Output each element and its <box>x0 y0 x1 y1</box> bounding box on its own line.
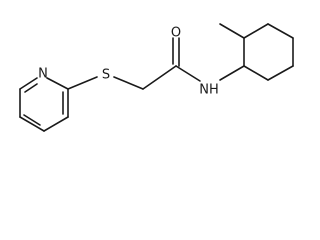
atom-label-pyridine-n: N <box>38 67 48 82</box>
bond-ring-2 <box>243 23 269 39</box>
double-bond-inner-2 <box>23 114 41 126</box>
bond-s-ch2 <box>113 76 144 90</box>
structure-svg: N S O NH <box>19 23 294 132</box>
bond-carbonyl-n <box>175 65 201 82</box>
bond-methyl <box>219 23 245 39</box>
molecule-diagram: N S O NH <box>19 23 294 132</box>
pyridine-ring <box>19 77 69 132</box>
bond-ring-5 <box>267 65 294 81</box>
bond-n-c2 <box>46 77 69 90</box>
bond-c4-c5 <box>19 116 45 132</box>
bond-ring-3 <box>267 23 294 39</box>
cyclohexane-ring <box>243 23 294 81</box>
bond-c3-c4 <box>43 116 69 132</box>
atom-label-amide-nh: NH <box>199 83 219 98</box>
bond-c6-n <box>19 77 38 90</box>
double-bond-inner-3 <box>24 83 38 93</box>
atom-label-oxygen: O <box>171 26 181 41</box>
bond-c2-s <box>67 76 98 90</box>
bond-n-cyclohexyl <box>219 65 245 81</box>
bond-ring-6 <box>243 65 269 81</box>
bond-ch2-carbonyl <box>142 65 177 90</box>
atom-label-sulfur: S <box>102 68 110 83</box>
